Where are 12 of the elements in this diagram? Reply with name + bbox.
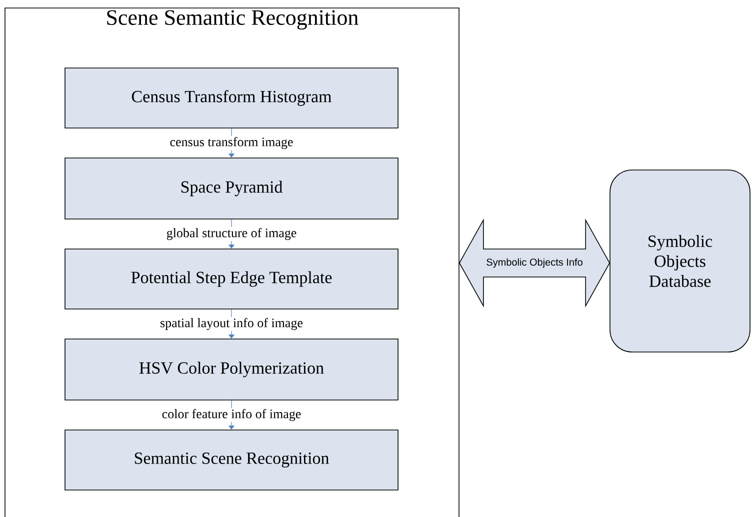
process-box: Potential Step Edge Template bbox=[64, 248, 398, 310]
process-box: Space Pyramid bbox=[64, 158, 398, 220]
panel-title: Scene Semantic Recognition bbox=[107, 10, 358, 30]
edge-label: color feature info of image bbox=[160, 408, 302, 422]
edge-label: spatial layout info of image bbox=[159, 317, 304, 331]
process-box: HSV Color Polymerization bbox=[64, 338, 398, 400]
process-box: Census Transform Histogram bbox=[64, 68, 398, 128]
process-box: Semantic Scene Recognition bbox=[64, 430, 398, 490]
edge-label: census transform image bbox=[168, 136, 294, 150]
edge-label: global structure of image bbox=[165, 227, 298, 241]
database-box: Symbolic Objects Database bbox=[610, 170, 750, 352]
arrow-label: Symbolic Objects Info bbox=[486, 258, 582, 268]
